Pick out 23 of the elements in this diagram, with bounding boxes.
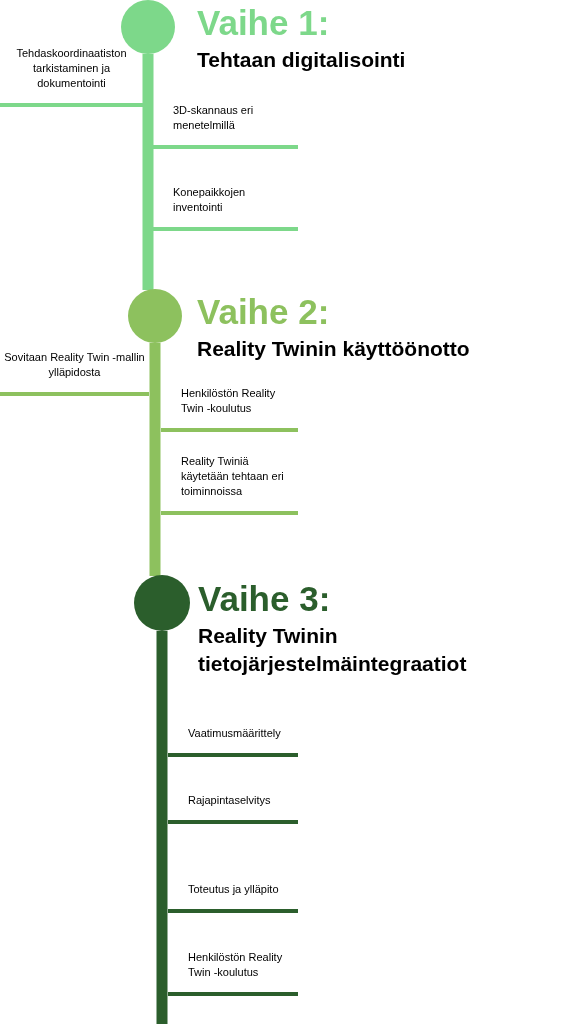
task-item bbox=[168, 793, 298, 824]
task-text: Sovitaan Reality Twin -mallin ylläpidosta bbox=[4, 350, 145, 380]
phase-heading: Vaihe 3: bbox=[198, 581, 331, 616]
timeline-line bbox=[142, 54, 154, 290]
task-text: Henkilöstön Reality Twin -koulutus bbox=[181, 386, 277, 416]
phase-title: Reality Twinin käyttöönotto bbox=[197, 336, 471, 362]
timeline-line bbox=[149, 343, 161, 576]
task-item bbox=[153, 185, 298, 231]
task-text: Reality Twiniä käytetään tehtaan eri toiminnoissa bbox=[181, 454, 285, 499]
phase-title: Reality Twinin tietojärjestelmäintegraatiot bbox=[198, 623, 468, 677]
task-item bbox=[153, 103, 298, 149]
task-text: 3D-skannaus eri menetelmillä bbox=[173, 103, 255, 133]
timeline-line bbox=[156, 631, 168, 1024]
task-item bbox=[168, 950, 298, 996]
task-text: Konepaikkojen inventointi bbox=[173, 185, 247, 215]
phase-title: Tehtaan digitalisointi bbox=[197, 47, 407, 73]
task-text: Toteutus ja ylläpito bbox=[188, 882, 279, 897]
task-text: Rajapintaselvitys bbox=[188, 793, 271, 808]
phase-heading: Vaihe 2: bbox=[197, 294, 330, 329]
task-text: Henkilöstön Reality Twin -koulutus bbox=[188, 950, 284, 980]
phase-heading: Vaihe 1: bbox=[197, 5, 330, 40]
task-text: Vaatimusmäärittely bbox=[188, 726, 281, 741]
task-text: Tehdaskoordinaatiston tarkistaminen ja dokumentointi bbox=[15, 46, 128, 91]
